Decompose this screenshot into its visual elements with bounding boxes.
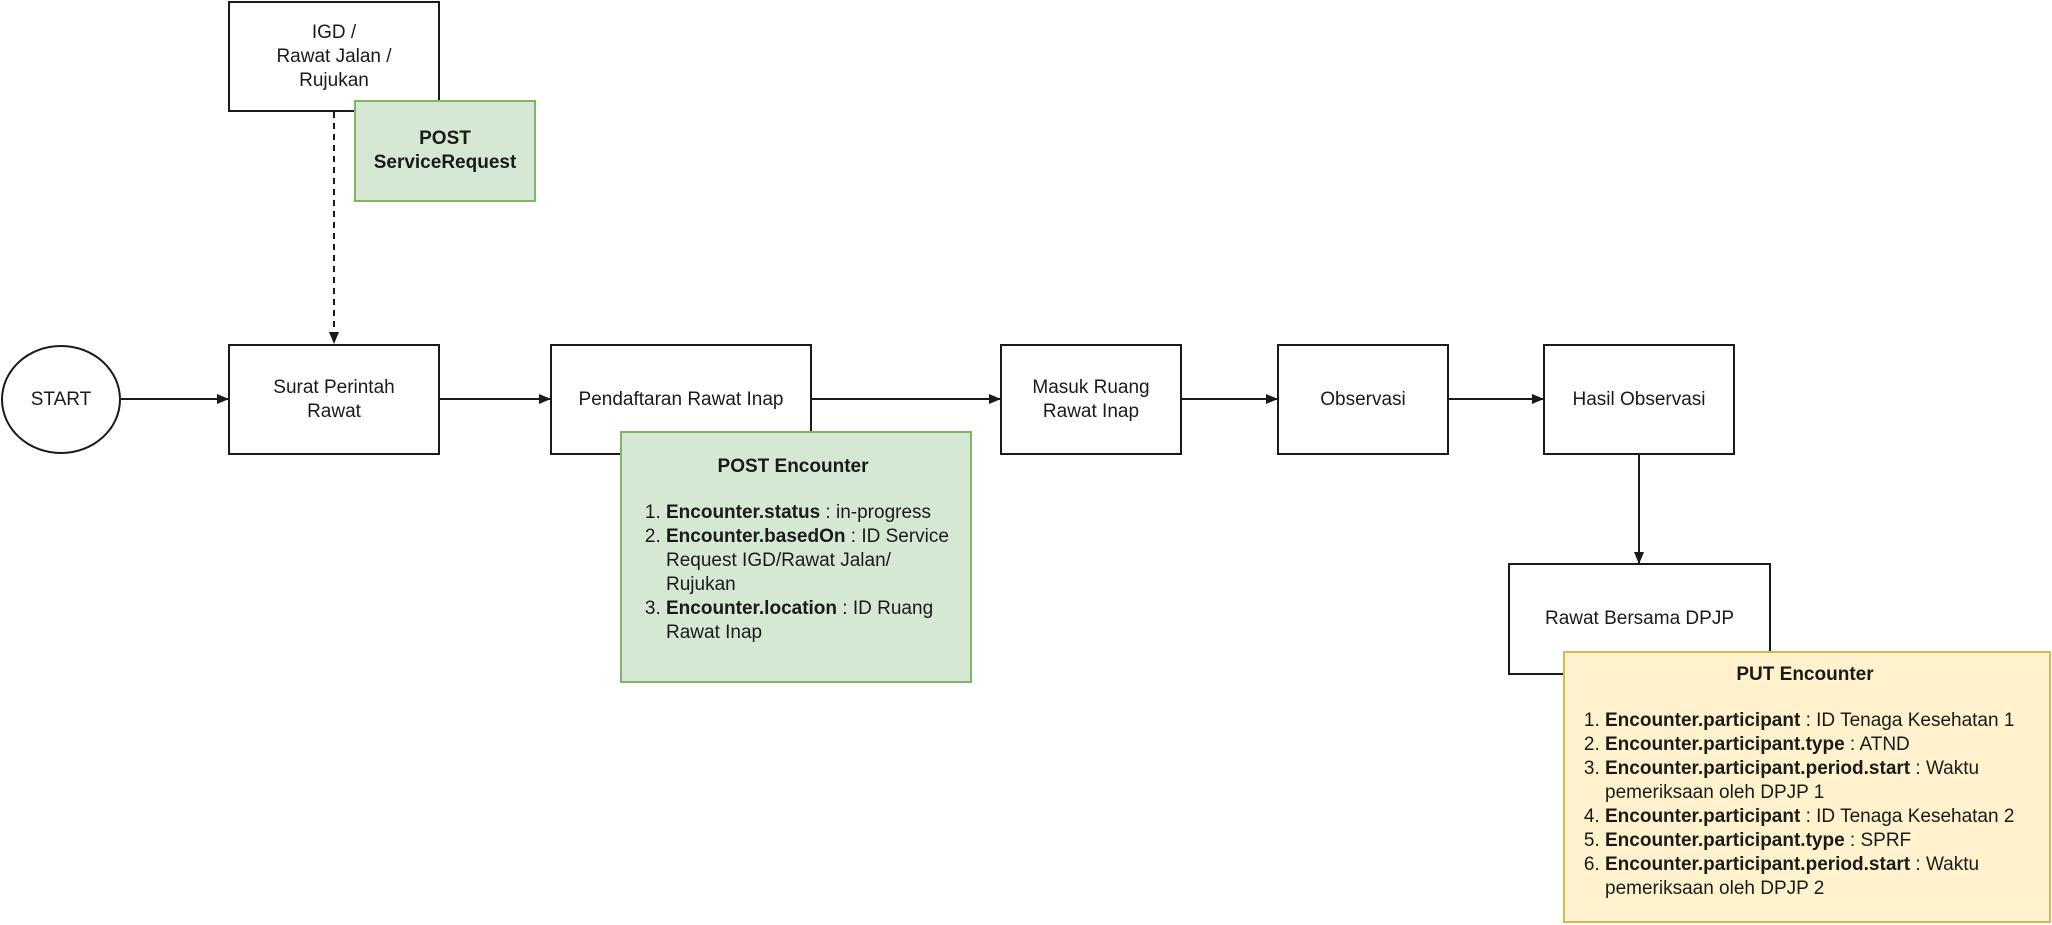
put-encounter-item: Encounter.participant.period.start : Wak…	[1605, 853, 2045, 901]
surat-perintah-rawat-node: Surat Perintah Rawat	[228, 344, 440, 455]
post-service-request-note: POST ServiceRequest	[354, 100, 536, 202]
post-encounter-note: POST Encounter Encounter.status : in-pro…	[620, 431, 972, 683]
put-encounter-title: PUT Encounter	[1736, 664, 1874, 685]
post-encounter-list: Encounter.status : in-progress Encounter…	[626, 501, 960, 645]
put-encounter-item: Encounter.participant.period.start : Wak…	[1605, 757, 2045, 805]
hasil-observasi-node: Hasil Observasi	[1543, 344, 1735, 455]
post-encounter-item: Encounter.basedOn : ID Service Request I…	[666, 525, 960, 597]
put-encounter-item: Encounter.participant : ID Tenaga Keseha…	[1605, 709, 2045, 733]
post-encounter-item: Encounter.location : ID Ruang Rawat Inap	[666, 597, 960, 645]
igd-node: IGD / Rawat Jalan / Rujukan	[228, 1, 440, 112]
put-encounter-list: Encounter.participant : ID Tenaga Keseha…	[1565, 709, 2045, 901]
put-encounter-item: Encounter.participant.type : ATND	[1605, 733, 2045, 757]
observasi-node: Observasi	[1277, 344, 1449, 455]
masuk-ruang-rawat-inap-node: Masuk Ruang Rawat Inap	[1000, 344, 1182, 455]
post-service-request-title: POST ServiceRequest	[373, 128, 517, 173]
put-encounter-item: Encounter.participant : ID Tenaga Keseha…	[1605, 805, 2045, 829]
put-encounter-note: PUT Encounter Encounter.participant : ID…	[1563, 651, 2051, 923]
start-node: START	[1, 345, 121, 454]
post-encounter-item: Encounter.status : in-progress	[666, 501, 960, 525]
put-encounter-item: Encounter.participant.type : SPRF	[1605, 829, 2045, 853]
post-encounter-title: POST Encounter	[717, 456, 869, 477]
